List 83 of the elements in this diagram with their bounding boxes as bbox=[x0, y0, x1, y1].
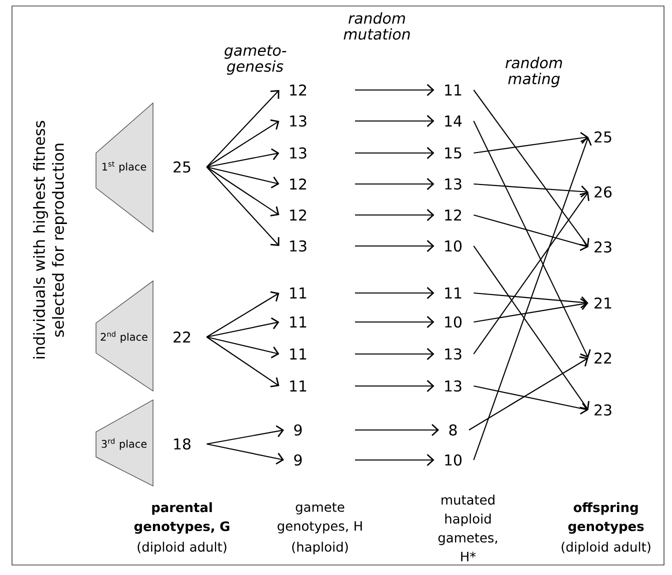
arrow bbox=[355, 84, 434, 96]
step-label: random mating bbox=[506, 56, 562, 88]
column-note: (diploid adult) bbox=[562, 542, 650, 554]
genotype-number: 12 bbox=[290, 209, 306, 221]
genotype-number: 26 bbox=[594, 186, 612, 198]
step-label: random mutation bbox=[344, 12, 410, 40]
genotype-number: 13 bbox=[290, 115, 306, 127]
arrow bbox=[474, 183, 588, 198]
genotype-number: 10 bbox=[445, 240, 462, 252]
genotype-number: 13 bbox=[290, 240, 306, 252]
column-note: (diploid adult) bbox=[138, 542, 226, 554]
step-label: gameto- genesis bbox=[224, 45, 286, 75]
arrow bbox=[355, 178, 434, 190]
genotype-number: 11 bbox=[290, 348, 306, 360]
column-heading: parental genotypes, G bbox=[134, 502, 230, 534]
genotype-number: 11 bbox=[290, 288, 306, 298]
side-label: individuals with highest fitness selected for reproduction bbox=[33, 120, 67, 358]
genotype-number: 11 bbox=[290, 316, 306, 328]
arrow bbox=[355, 348, 434, 360]
arrow bbox=[206, 148, 280, 168]
genotype-number: 13 bbox=[445, 348, 462, 360]
arrow bbox=[355, 208, 434, 222]
arrow bbox=[474, 292, 588, 308]
arrow bbox=[206, 443, 284, 465]
genotype-number: 8 bbox=[449, 424, 457, 436]
arrow bbox=[473, 120, 591, 358]
genotype-number: 23 bbox=[594, 241, 612, 253]
column-heading: offspring genotypes bbox=[568, 502, 644, 534]
arrow bbox=[474, 132, 588, 154]
genotype-number: 22 bbox=[594, 352, 612, 364]
column-heading: gamete genotypes, H bbox=[278, 502, 362, 534]
trapezoid-box: 2$^{nd}$ place bbox=[96, 280, 154, 392]
arrow bbox=[474, 385, 588, 415]
genotype-number: 11 bbox=[445, 288, 462, 298]
genotype-number: 12 bbox=[290, 84, 306, 96]
column-note: (haploid) bbox=[292, 542, 348, 554]
arrow bbox=[355, 454, 434, 466]
arrow bbox=[473, 137, 592, 460]
arrow bbox=[355, 114, 434, 128]
genotype-number: 10 bbox=[445, 454, 462, 466]
arrow bbox=[206, 317, 280, 338]
arrow bbox=[473, 246, 590, 410]
arrow bbox=[473, 192, 590, 354]
arrow bbox=[206, 336, 280, 358]
trapezoid-box: 3$^{rd}$ place bbox=[96, 399, 154, 487]
genotype-number: 25 bbox=[594, 131, 612, 143]
column-heading: mutated haploid gametes, H* bbox=[438, 494, 498, 562]
genotype-number: 12 bbox=[290, 178, 306, 190]
genotype-number: 14 bbox=[445, 116, 462, 126]
genotype-number: 22 bbox=[174, 331, 190, 343]
genotype-number: 9 bbox=[294, 454, 302, 466]
arrow bbox=[206, 166, 280, 246]
arrow bbox=[355, 146, 434, 160]
arrow bbox=[206, 166, 280, 188]
genotype-number: 18 bbox=[174, 438, 190, 450]
genotype-number: 15 bbox=[445, 147, 462, 159]
arrow bbox=[473, 90, 590, 247]
arrow bbox=[355, 424, 440, 436]
arrow bbox=[206, 166, 280, 216]
arrow bbox=[355, 316, 434, 328]
genotype-number: 13 bbox=[290, 147, 306, 159]
genotype-number: 12 bbox=[445, 209, 462, 221]
arrow bbox=[355, 380, 434, 392]
trapezoid-box: 1$^{st}$ place bbox=[96, 102, 154, 233]
genotype-number: 21 bbox=[594, 297, 612, 309]
arrow bbox=[206, 425, 284, 445]
arrow bbox=[206, 90, 280, 168]
arrow bbox=[468, 356, 588, 430]
genotype-number: 10 bbox=[445, 316, 462, 328]
genotype-number: 25 bbox=[174, 161, 190, 173]
genotype-number: 23 bbox=[594, 404, 612, 416]
genotype-number: 11 bbox=[290, 380, 306, 392]
arrow bbox=[206, 119, 280, 168]
arrow bbox=[474, 214, 588, 252]
arrow bbox=[474, 298, 588, 323]
genotype-number: 13 bbox=[445, 178, 462, 190]
genotype-number: 11 bbox=[445, 84, 462, 96]
arrow bbox=[355, 286, 434, 300]
genotype-number: 13 bbox=[445, 380, 462, 392]
arrow bbox=[355, 240, 434, 252]
arrow bbox=[206, 336, 280, 388]
genotype-number: 9 bbox=[294, 424, 302, 436]
arrow bbox=[206, 291, 280, 338]
